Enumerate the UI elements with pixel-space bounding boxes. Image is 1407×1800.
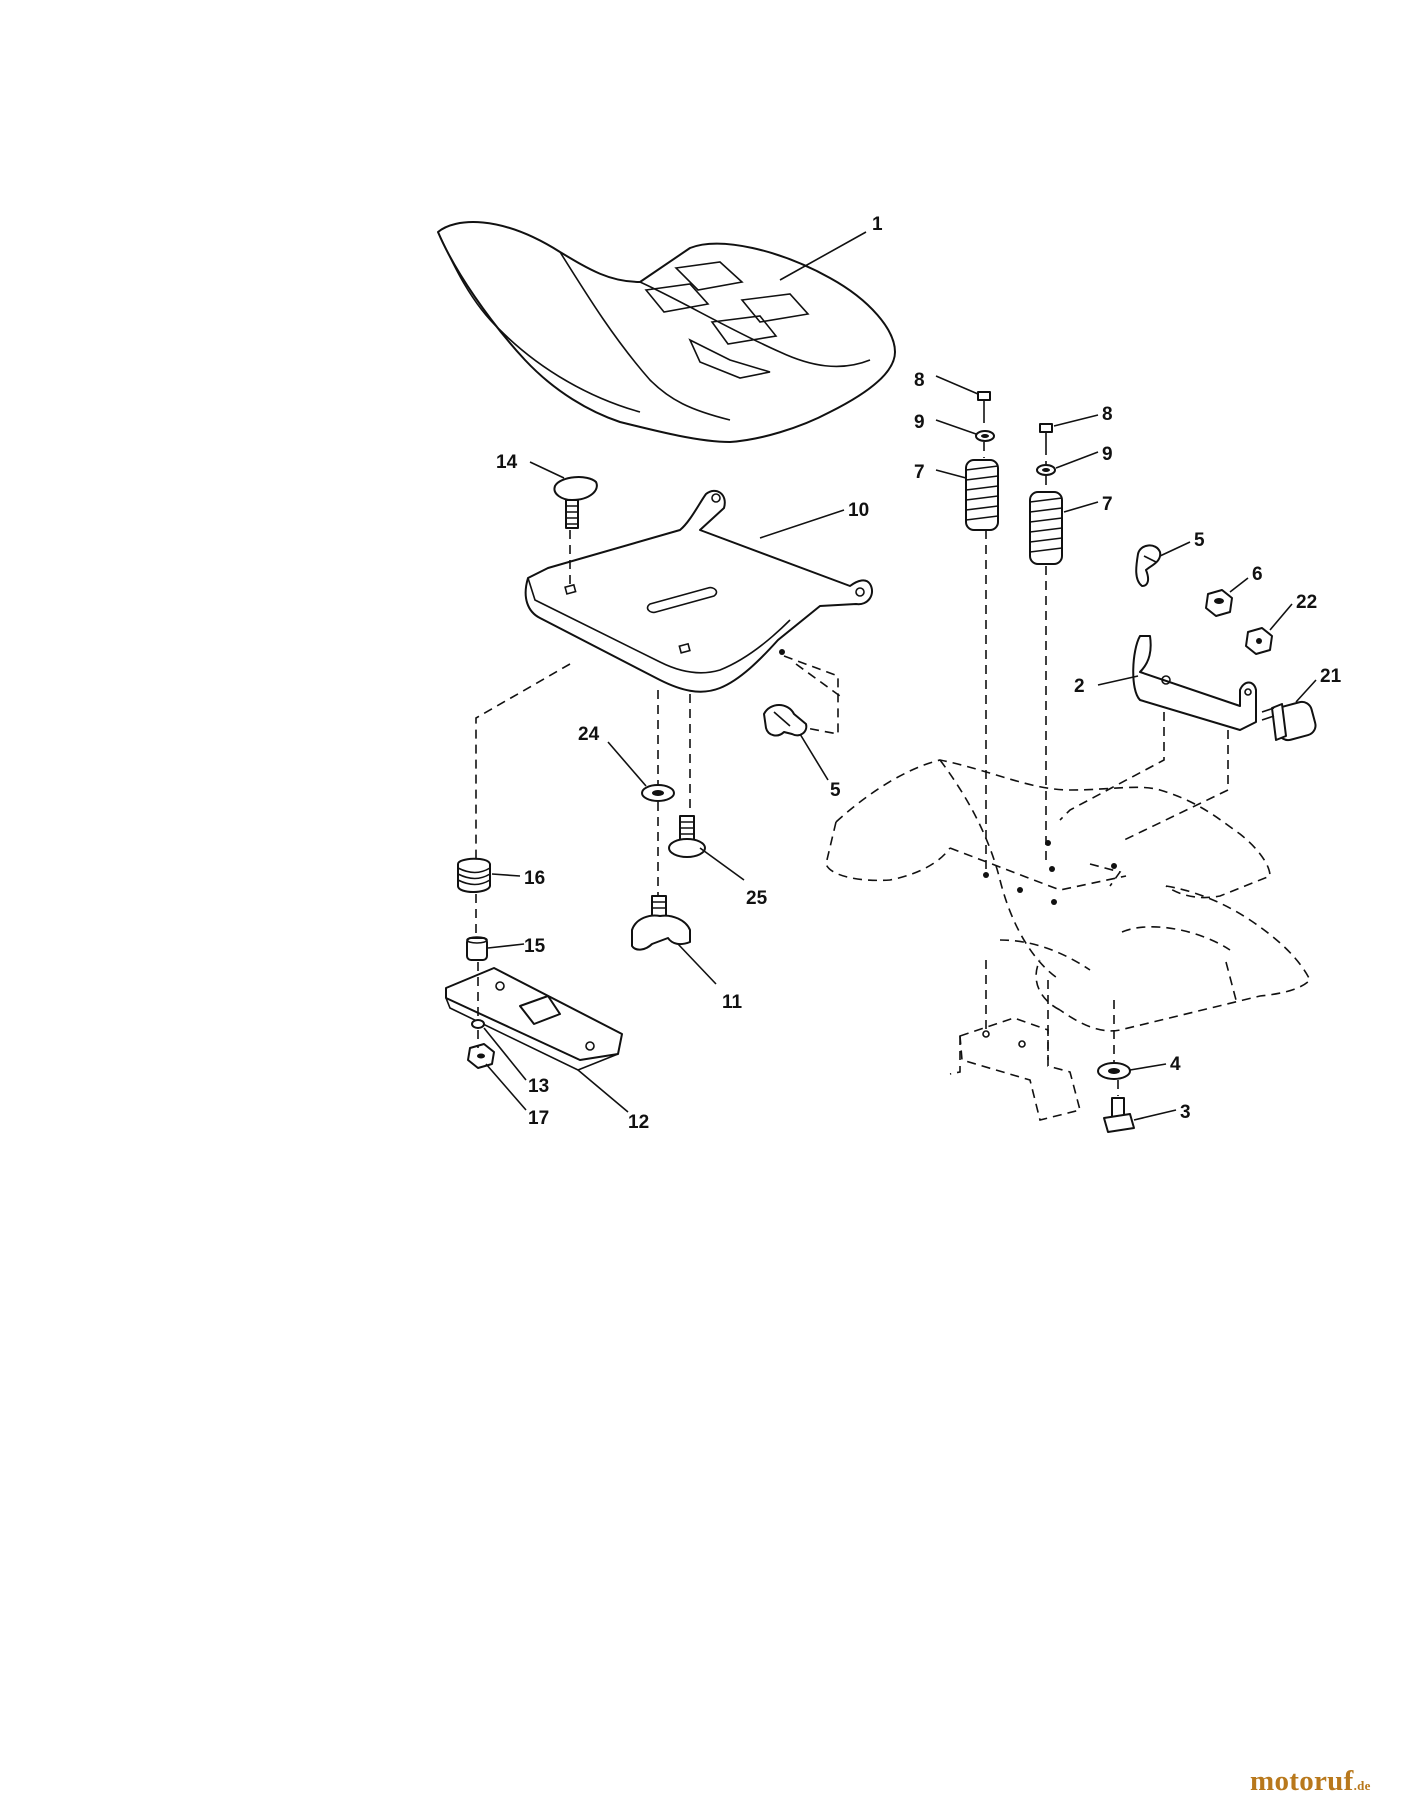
clip-5-right bbox=[1135, 544, 1162, 587]
spring-right-part bbox=[1029, 491, 1063, 565]
washer-9-left bbox=[975, 430, 995, 442]
callout-7-right: 7 bbox=[1102, 494, 1113, 515]
bushing-15-part bbox=[466, 936, 488, 961]
callout-9-left: 9 bbox=[914, 412, 925, 433]
callout-6: 6 bbox=[1252, 564, 1263, 585]
callout-9-right: 9 bbox=[1102, 444, 1113, 465]
washer-24-part bbox=[641, 784, 675, 802]
callout-17: 17 bbox=[528, 1108, 549, 1129]
bolt-3-part bbox=[1103, 1097, 1135, 1133]
callout-10: 10 bbox=[848, 500, 869, 521]
washer-9-right bbox=[1036, 464, 1056, 476]
shoulder-bolt-25-part bbox=[668, 815, 706, 858]
watermark-tld: .de bbox=[1353, 1778, 1371, 1793]
callout-13: 13 bbox=[528, 1076, 549, 1097]
assembly-lines bbox=[475, 414, 1229, 1096]
nut-13-17-part bbox=[467, 1019, 495, 1069]
bracket-part bbox=[1132, 635, 1257, 731]
callout-21: 21 bbox=[1320, 666, 1342, 687]
callout-16: 16 bbox=[524, 868, 545, 889]
callout-14: 14 bbox=[496, 452, 518, 473]
callout-8-right: 8 bbox=[1102, 404, 1113, 425]
spring-left-part bbox=[965, 459, 999, 531]
fender-deck-outline bbox=[825, 759, 1311, 1121]
callout-3: 3 bbox=[1180, 1102, 1191, 1123]
callout-1: 1 bbox=[872, 214, 883, 235]
callout-4: 4 bbox=[1170, 1054, 1181, 1075]
callout-11: 11 bbox=[722, 992, 743, 1013]
callout-2: 2 bbox=[1074, 676, 1085, 697]
callout-22: 22 bbox=[1296, 592, 1317, 613]
callout-5-left: 5 bbox=[830, 780, 841, 801]
seat-part bbox=[437, 221, 896, 443]
nut-6-part bbox=[1205, 589, 1233, 617]
washer-4-part bbox=[1097, 1062, 1131, 1080]
callout-12: 12 bbox=[628, 1112, 649, 1133]
callout-5-right: 5 bbox=[1194, 530, 1205, 551]
callout-24: 24 bbox=[578, 724, 600, 745]
callout-7-left: 7 bbox=[914, 462, 925, 483]
nut-22-part bbox=[1245, 627, 1273, 655]
callout-15: 15 bbox=[524, 936, 546, 957]
callout-labels: 1 10 14 8 9 7 8 9 7 5 6 22 21 2 5 24 25 … bbox=[496, 214, 1342, 1133]
callout-8-left: 8 bbox=[914, 370, 925, 391]
bolt-8-right bbox=[1039, 423, 1053, 446]
clip-5-left bbox=[763, 704, 808, 737]
seat-pan-part bbox=[524, 489, 874, 693]
motoruf-watermark: motoruf.de bbox=[1250, 1765, 1371, 1798]
slide-track-12-part bbox=[445, 967, 623, 1071]
knob-bolt-21-part bbox=[1261, 700, 1317, 742]
watermark-brand: motoruf bbox=[1250, 1765, 1354, 1797]
leader-lines bbox=[483, 231, 1317, 1121]
bolt-8-left bbox=[977, 391, 991, 414]
callout-25: 25 bbox=[746, 888, 768, 909]
carriage-bolt-part bbox=[553, 476, 598, 529]
spring-16-part bbox=[457, 857, 491, 893]
knob-11-part bbox=[631, 895, 691, 951]
